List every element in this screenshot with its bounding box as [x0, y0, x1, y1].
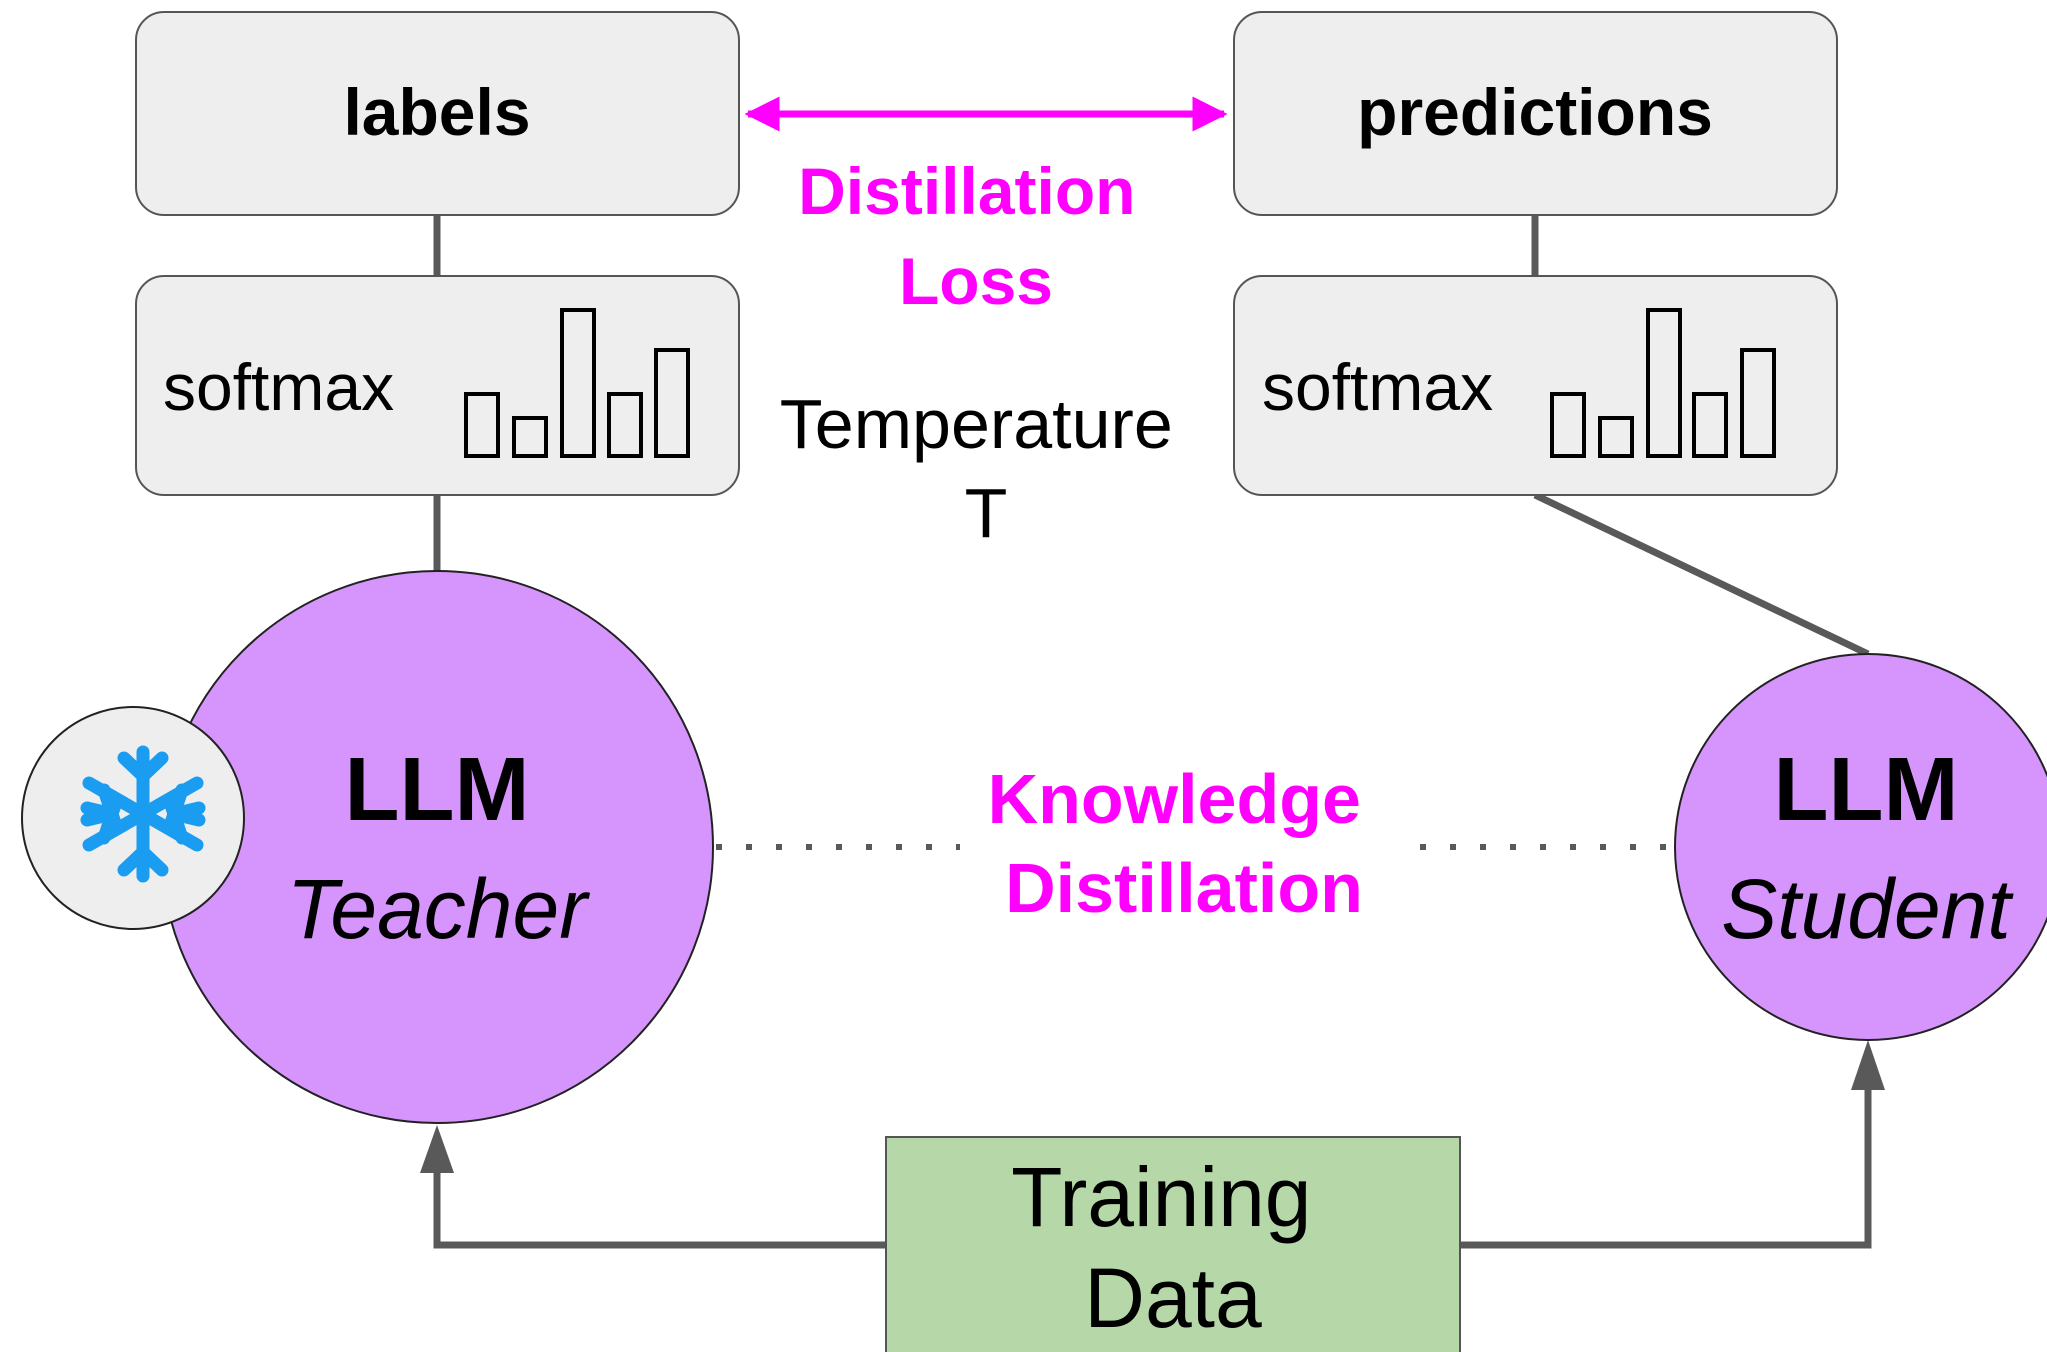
connector-lines: [433, 215, 1870, 658]
student-llm-title: LLM: [1774, 740, 1959, 840]
student-softmax-box: softmax: [1233, 275, 1838, 496]
training-data-line1: Training: [1011, 1150, 1311, 1244]
teacher-llm-title: LLM: [345, 740, 530, 840]
teacher-softmax-histogram-icon: [464, 308, 690, 458]
student-input-arrowhead: [1851, 1040, 1885, 1090]
teacher-llm-node: LLM Teacher: [160, 570, 714, 1124]
predictions-text: predictions: [1357, 75, 1713, 149]
snowflake-icon: [80, 745, 206, 883]
predictions-box: predictions: [1233, 11, 1838, 216]
labels-box: labels: [135, 11, 740, 216]
knowledge-distillation-line2: Distillation: [1005, 849, 1363, 927]
training-data-label: Training Data: [1011, 1150, 1335, 1345]
teacher-input-arrowhead: [420, 1125, 454, 1173]
knowledge-distillation-line1: Knowledge: [988, 760, 1361, 838]
temperature-line2: T: [965, 474, 1008, 552]
temperature-label: Temperature T: [780, 385, 1192, 552]
training-data-line2: Data: [1084, 1251, 1262, 1345]
teacher-llm-subtitle: Teacher: [287, 862, 590, 956]
teacher-softmax-box: softmax: [135, 275, 740, 496]
distillation-loss-line1: Distillation: [798, 154, 1135, 228]
training-data-arrows: [420, 1040, 1885, 1249]
distillation-loss-line2: Loss: [899, 244, 1053, 318]
student-softmax-histogram-icon: [1550, 308, 1776, 458]
frozen-badge: [21, 706, 245, 930]
labels-text: labels: [343, 75, 530, 149]
temperature-line1: Temperature: [780, 385, 1173, 463]
student-llm-subtitle: Student: [1721, 862, 2014, 956]
teacher-softmax-text: softmax: [163, 350, 394, 424]
student-softmax-text: softmax: [1262, 350, 1493, 424]
student-llm-node: LLM Student: [1674, 653, 2047, 1041]
training-data-box: Training Data: [885, 1136, 1461, 1352]
distillation-loss-label: Distillation Loss: [798, 154, 1154, 318]
knowledge-distillation-label: Knowledge Distillation: [988, 760, 1381, 927]
